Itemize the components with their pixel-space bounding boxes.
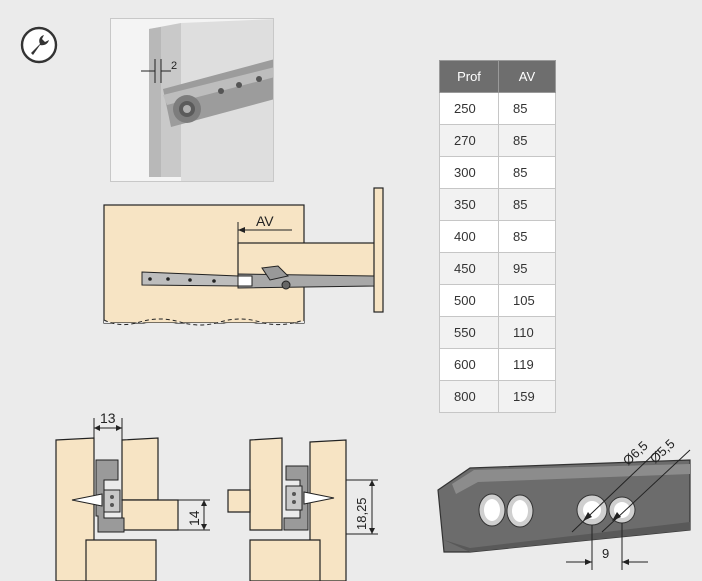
cell-prof: 500 <box>439 284 499 317</box>
cell-prof: 270 <box>439 124 499 157</box>
cell-prof: 250 <box>439 92 499 125</box>
cell-prof: 400 <box>439 220 499 253</box>
wrench-icon <box>20 26 58 64</box>
cell-av: 85 <box>498 188 556 221</box>
cell-prof: 350 <box>439 188 499 221</box>
height-14-label: 14 <box>186 510 202 526</box>
cell-av: 95 <box>498 252 556 285</box>
cell-prof: 800 <box>439 380 499 413</box>
height-18-25-label: 18,25 <box>354 497 369 530</box>
cell-av: 159 <box>498 380 556 413</box>
cell-av: 85 <box>498 156 556 189</box>
cell-prof: 450 <box>439 252 499 285</box>
width-13-label: 13 <box>100 410 116 426</box>
runner-photo: 2 <box>110 18 274 182</box>
cell-prof: 550 <box>439 316 499 349</box>
gap-label: 2 <box>171 60 177 72</box>
cell-av: 85 <box>498 92 556 125</box>
cell-prof: 600 <box>439 348 499 381</box>
cell-av: 105 <box>498 284 556 317</box>
cell-av: 119 <box>498 348 556 381</box>
cell-av: 85 <box>498 220 556 253</box>
spacing-9-label: 9 <box>602 546 609 561</box>
cell-prof: 300 <box>439 156 499 189</box>
runner-photo-drawing: 2 <box>111 19 273 181</box>
av-dimension-label: AV <box>256 213 274 229</box>
cell-av: 110 <box>498 316 556 349</box>
